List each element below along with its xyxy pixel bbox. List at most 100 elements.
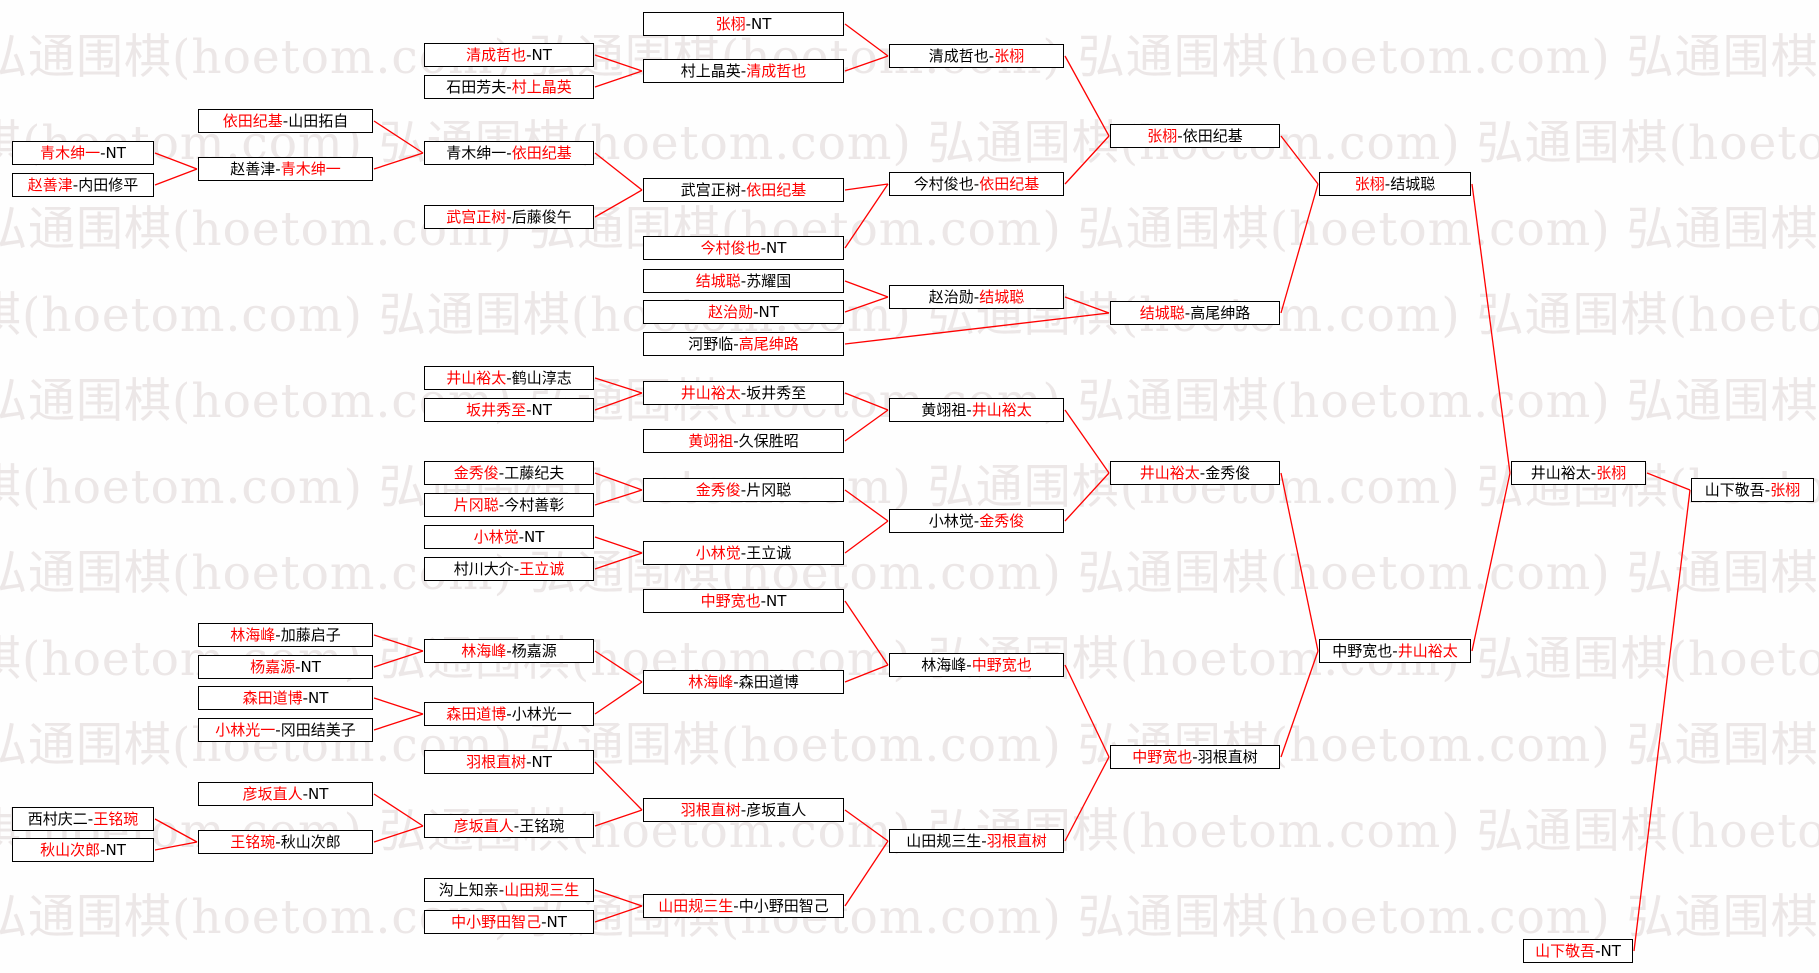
match-box: 中野宽也-羽根直树 — [1110, 745, 1280, 769]
bracket-line — [373, 713, 424, 731]
bracket-line — [844, 520, 889, 554]
match-box: 张栩-结城聪 — [1319, 172, 1471, 196]
bracket-line — [1633, 489, 1691, 952]
match-box: 小林光一-冈田结美子 — [198, 718, 373, 742]
winner-name: 彦坂直人 — [453, 817, 514, 835]
match-box: 小林觉-NT — [424, 525, 594, 549]
bracket-line — [594, 152, 643, 191]
bracket-line — [594, 905, 643, 923]
loser-name: 清成哲也- — [928, 47, 995, 65]
loser-name: 井山裕太- — [1530, 464, 1597, 482]
bracket-line — [1064, 55, 1110, 137]
match-box: 小林觉-王立诚 — [643, 541, 844, 565]
bracket-line — [594, 489, 643, 506]
match-box: 赵善津-内田修平 — [12, 173, 154, 197]
loser-name: -山田拓自 — [282, 112, 349, 130]
loser-name: -NT — [760, 592, 787, 610]
loser-name: -NT — [526, 46, 552, 64]
winner-name: 井山裕太 — [1139, 464, 1200, 482]
bracket-line — [844, 183, 889, 191]
loser-name: -秋山次郎 — [275, 833, 341, 851]
bracket-line — [844, 489, 889, 522]
match-box: 中小野田智己-NT — [424, 910, 594, 934]
bracket-line — [844, 664, 889, 683]
winner-name: 王铭琬 — [230, 833, 276, 851]
match-box: 青木绅一-依田纪基 — [424, 141, 594, 165]
watermark-text: 弘通围棋(hoetom.com) 弘通围棋(hoetom.com) 弘通围棋(h… — [0, 890, 1819, 945]
loser-name: -NT — [541, 913, 567, 931]
bracket-line — [594, 681, 643, 715]
match-box: 林海峰-加藤启子 — [198, 623, 373, 647]
winner-name: 结城聪 — [695, 272, 741, 290]
bracket-line — [594, 889, 643, 907]
loser-name: -坂井秀至 — [740, 384, 807, 402]
loser-name: 林海峰- — [921, 656, 972, 674]
match-box: 清成哲也-NT — [424, 43, 594, 67]
loser-name: -NT — [745, 15, 772, 33]
loser-name: -冈田结美子 — [275, 721, 356, 739]
bracket-line — [844, 280, 889, 298]
watermark-text: 弘通围棋(hoetom.com) 弘通围棋(hoetom.com) 弘通围棋(h… — [0, 202, 1819, 257]
bracket-line — [594, 392, 643, 411]
loser-name: -NT — [526, 401, 552, 419]
loser-name: 山下敬吾- — [1704, 481, 1771, 499]
winner-name: 村上晶英 — [511, 78, 572, 96]
bracket-line — [373, 634, 424, 652]
match-box: 赵治勋-NT — [643, 300, 844, 324]
match-box: 西村庆二-王铭琬 — [12, 807, 154, 831]
winner-name: 金秀俊 — [979, 512, 1025, 530]
bracket-line — [373, 650, 424, 668]
match-box: 张栩-依田纪基 — [1110, 124, 1280, 148]
winner-name: 秋山次郎 — [40, 841, 101, 859]
winner-name: 张栩 — [1770, 481, 1801, 499]
bracket-line — [844, 392, 889, 411]
match-box: 小林觉-金秀俊 — [889, 509, 1064, 533]
loser-name: -依田纪基 — [1177, 127, 1243, 145]
winner-name: 片冈聪 — [453, 496, 499, 514]
loser-name: -金秀俊 — [1199, 464, 1251, 482]
winner-name: 依田纪基 — [222, 112, 283, 130]
bracket-line — [844, 23, 889, 57]
match-box: 村川大介-王立诚 — [424, 557, 594, 581]
loser-name: -鹤山淳志 — [506, 369, 572, 387]
bracket-line — [1471, 183, 1511, 474]
match-box: 森田道博-NT — [198, 686, 373, 710]
winner-name: 张栩 — [994, 47, 1025, 65]
bracket-line — [1280, 472, 1319, 652]
winner-name: 中野宽也 — [1132, 748, 1193, 766]
winner-name: 杨嘉源 — [250, 658, 296, 676]
winner-name: 青木绅一 — [40, 144, 101, 162]
bracket-line — [594, 70, 643, 88]
winner-name: 井山裕太 — [971, 401, 1032, 419]
match-box: 金秀俊-片冈聪 — [643, 478, 844, 502]
loser-name: -NT — [760, 239, 787, 257]
winner-name: 黄翊祖 — [688, 432, 734, 450]
match-box: 山田规三生-中小野田智己 — [643, 894, 844, 918]
watermark-text: 弘通围棋(hoetom.com) 弘通围棋(hoetom.com) 弘通围棋(h… — [0, 546, 1819, 601]
match-box: 中野宽也-NT — [643, 589, 844, 613]
match-box: 山下敬吾-NT — [1523, 939, 1633, 963]
bracket-line — [594, 54, 643, 72]
winner-name: 小林觉 — [695, 544, 741, 562]
match-box: 森田道博-小林光一 — [424, 702, 594, 726]
match-box: 清成哲也-张栩 — [889, 44, 1064, 68]
match-box: 今村俊也-NT — [643, 236, 844, 260]
winner-name: 山下敬吾 — [1535, 942, 1596, 960]
winner-name: 依田纪基 — [979, 175, 1040, 193]
match-box: 杨嘉源-NT — [198, 655, 373, 679]
winner-name: 依田纪基 — [511, 144, 572, 162]
winner-name: 坂井秀至 — [466, 401, 527, 419]
bracket-line — [1064, 135, 1110, 185]
loser-name: -NT — [526, 753, 552, 771]
winner-name: 林海峰 — [461, 642, 507, 660]
winner-name: 张栩 — [1354, 175, 1385, 193]
loser-name: -NT — [100, 841, 126, 859]
bracket-line — [594, 761, 643, 811]
loser-name: -王铭琬 — [513, 817, 565, 835]
loser-name: -加藤启子 — [275, 626, 341, 644]
bracket-line — [1064, 664, 1110, 758]
winner-name: 林海峰 — [688, 673, 734, 691]
loser-name: 武宫正树- — [680, 181, 747, 199]
bracket-line — [1064, 296, 1110, 314]
winner-name: 井山裕太 — [680, 384, 741, 402]
